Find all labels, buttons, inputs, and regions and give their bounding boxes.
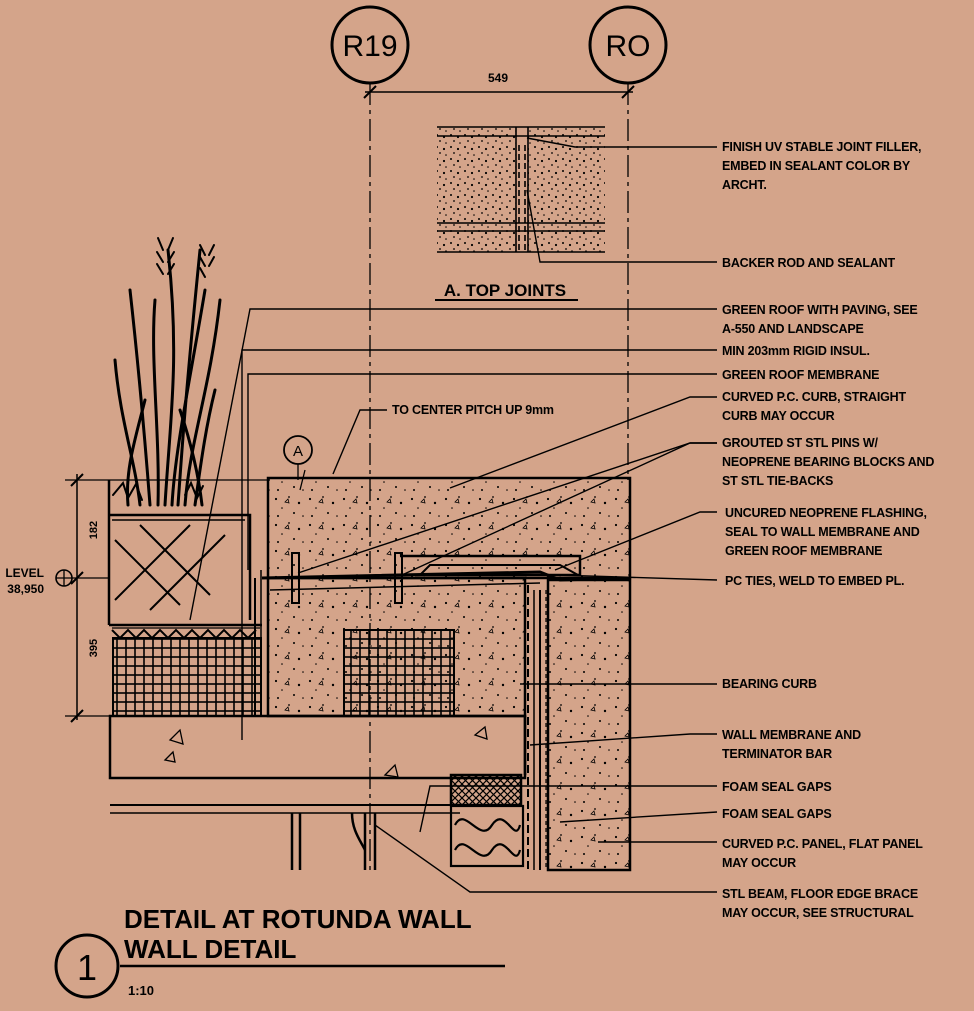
detail-title: DETAIL AT ROTUNDA WALL	[124, 904, 472, 934]
dimension-top: 549	[363, 71, 635, 99]
note-curved-pc-panel: CURVED P.C. PANEL, FLAT PANEL MAY OCCUR	[722, 837, 926, 870]
pitch-leader	[332, 409, 387, 475]
note-backer-rod: BACKER ROD AND SEALANT	[722, 256, 895, 270]
note-foam-seal-2: FOAM SEAL GAPS	[722, 807, 831, 821]
note-green-roof-paving: GREEN ROOF WITH PAVING, SEE A-550 AND LA…	[722, 303, 921, 336]
detail-subtitle: WALL DETAIL	[124, 934, 296, 964]
green-roof-plants	[112, 237, 222, 507]
pitch-note: TO CENTER PITCH UP 9mm	[392, 403, 554, 417]
note-green-roof-membrane: GREEN ROOF MEMBRANE	[722, 368, 879, 382]
note-neoprene-flashing: UNCURED NEOPRENE FLASHING, SEAL TO WALL …	[725, 506, 930, 558]
note-foam-seal-1: FOAM SEAL GAPS	[722, 780, 831, 794]
curved-pc-panel	[523, 578, 632, 872]
level-value: 38,950	[7, 582, 44, 596]
note-grouted-pins: GROUTED ST STL PINS W/ NEOPRENE BEARING …	[722, 436, 938, 488]
rigid-insulation-left	[112, 637, 262, 717]
note-joint-filler: FINISH UV STABLE JOINT FILLER, EMBED IN …	[722, 140, 925, 192]
section-marker-a: A	[283, 435, 313, 480]
foam-seal	[449, 773, 523, 807]
note-curved-pc-curb: CURVED P.C. CURB, STRAIGHT CURB MAY OCCU…	[722, 390, 909, 423]
grid-label-right: RO	[606, 30, 651, 63]
callout-notes: FINISH UV STABLE JOINT FILLER, EMBED IN …	[722, 140, 938, 920]
dimension-upper-label: 182	[88, 521, 100, 539]
top-joints-title: A. TOP JOINTS	[444, 281, 566, 300]
grid-bubble-left: R19	[330, 5, 410, 85]
top-joints-detail: A. TOP JOINTS	[435, 126, 605, 301]
title-block: 1 DETAIL AT ROTUNDA WALL WALL DETAIL 1:1…	[54, 904, 505, 999]
bearing-curb	[254, 570, 527, 718]
note-bearing-curb: BEARING CURB	[722, 677, 817, 691]
note-wall-membrane: WALL MEMBRANE AND TERMINATOR BAR	[722, 728, 864, 761]
dimension-lower-label: 395	[88, 639, 100, 657]
section-marker-label: A	[293, 443, 303, 460]
dimension-top-label: 549	[488, 71, 508, 85]
note-stl-beam: STL BEAM, FLOOR EDGE BRACE MAY OCCUR, SE…	[722, 887, 921, 920]
level-marker: LEVEL 38,950	[5, 566, 110, 596]
grid-label-left: R19	[342, 30, 397, 63]
detail-number: 1	[77, 947, 97, 988]
note-pc-ties: PC TIES, WELD TO EMBED PL.	[725, 574, 904, 588]
note-leaders	[189, 137, 718, 893]
precast-curb	[266, 469, 632, 580]
batt-insulation	[449, 804, 525, 868]
dimension-left	[65, 473, 270, 723]
detail-scale: 1:10	[128, 983, 154, 998]
grid-bubble-right: RO	[588, 5, 668, 85]
note-rigid-insulation: MIN 203mm RIGID INSUL.	[722, 344, 870, 358]
steel-beam	[290, 812, 377, 870]
level-label: LEVEL	[5, 566, 44, 580]
